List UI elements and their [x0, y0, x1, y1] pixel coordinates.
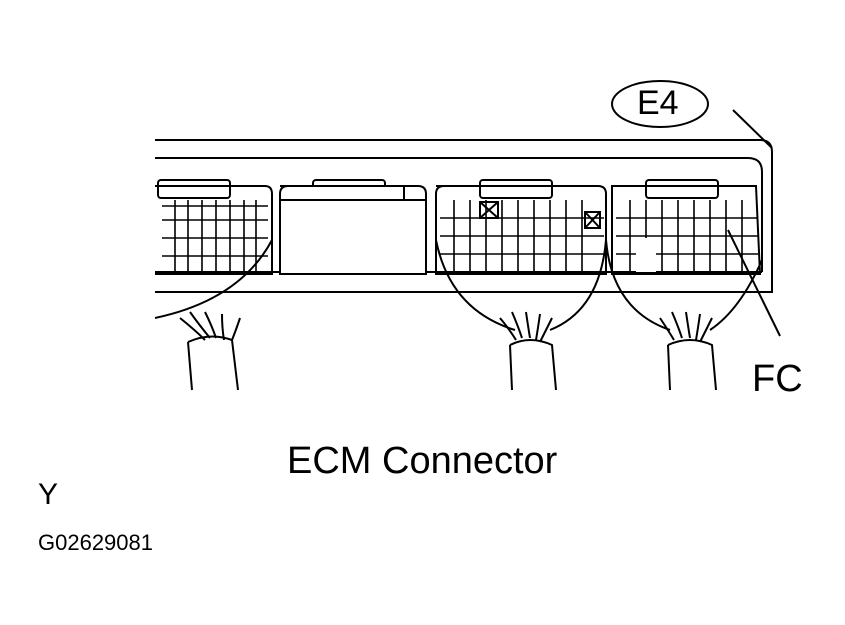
terminal-block-4	[611, 185, 762, 275]
connector-housing-outer	[155, 139, 773, 293]
diagram-caption: ECM Connector	[287, 440, 558, 482]
harness-left-outline	[154, 239, 273, 319]
connector-housing-inner	[155, 157, 763, 272]
latch-3	[479, 179, 553, 199]
harness-mid-outline	[435, 239, 607, 331]
harness-left-bundle	[187, 335, 239, 391]
terminal-block-1	[155, 185, 273, 275]
terminal-block-3	[435, 185, 607, 275]
harness-right-outline	[605, 239, 763, 331]
connector-id-label: E4	[637, 84, 679, 122]
latch-1	[157, 179, 231, 199]
harness-mid-bundle	[509, 339, 557, 391]
empty-cavity	[636, 238, 656, 272]
figure-code: G02629081	[38, 530, 153, 555]
terminal-label: FC	[752, 358, 803, 400]
fc-leader-line	[727, 229, 781, 337]
housing-bevel-line	[732, 109, 773, 149]
terminal-block-2-empty	[279, 185, 427, 275]
blocked-cavity-2	[584, 211, 601, 229]
latch-4	[645, 179, 719, 199]
blocked-cavity-1	[479, 201, 499, 219]
corner-letter: Y	[38, 478, 59, 511]
harness-mid-fan	[499, 311, 553, 343]
harness-left-fan	[179, 311, 241, 341]
harness-right-bundle	[667, 339, 717, 391]
harness-right-fan	[659, 311, 713, 343]
e4-callout-oval	[611, 80, 709, 128]
